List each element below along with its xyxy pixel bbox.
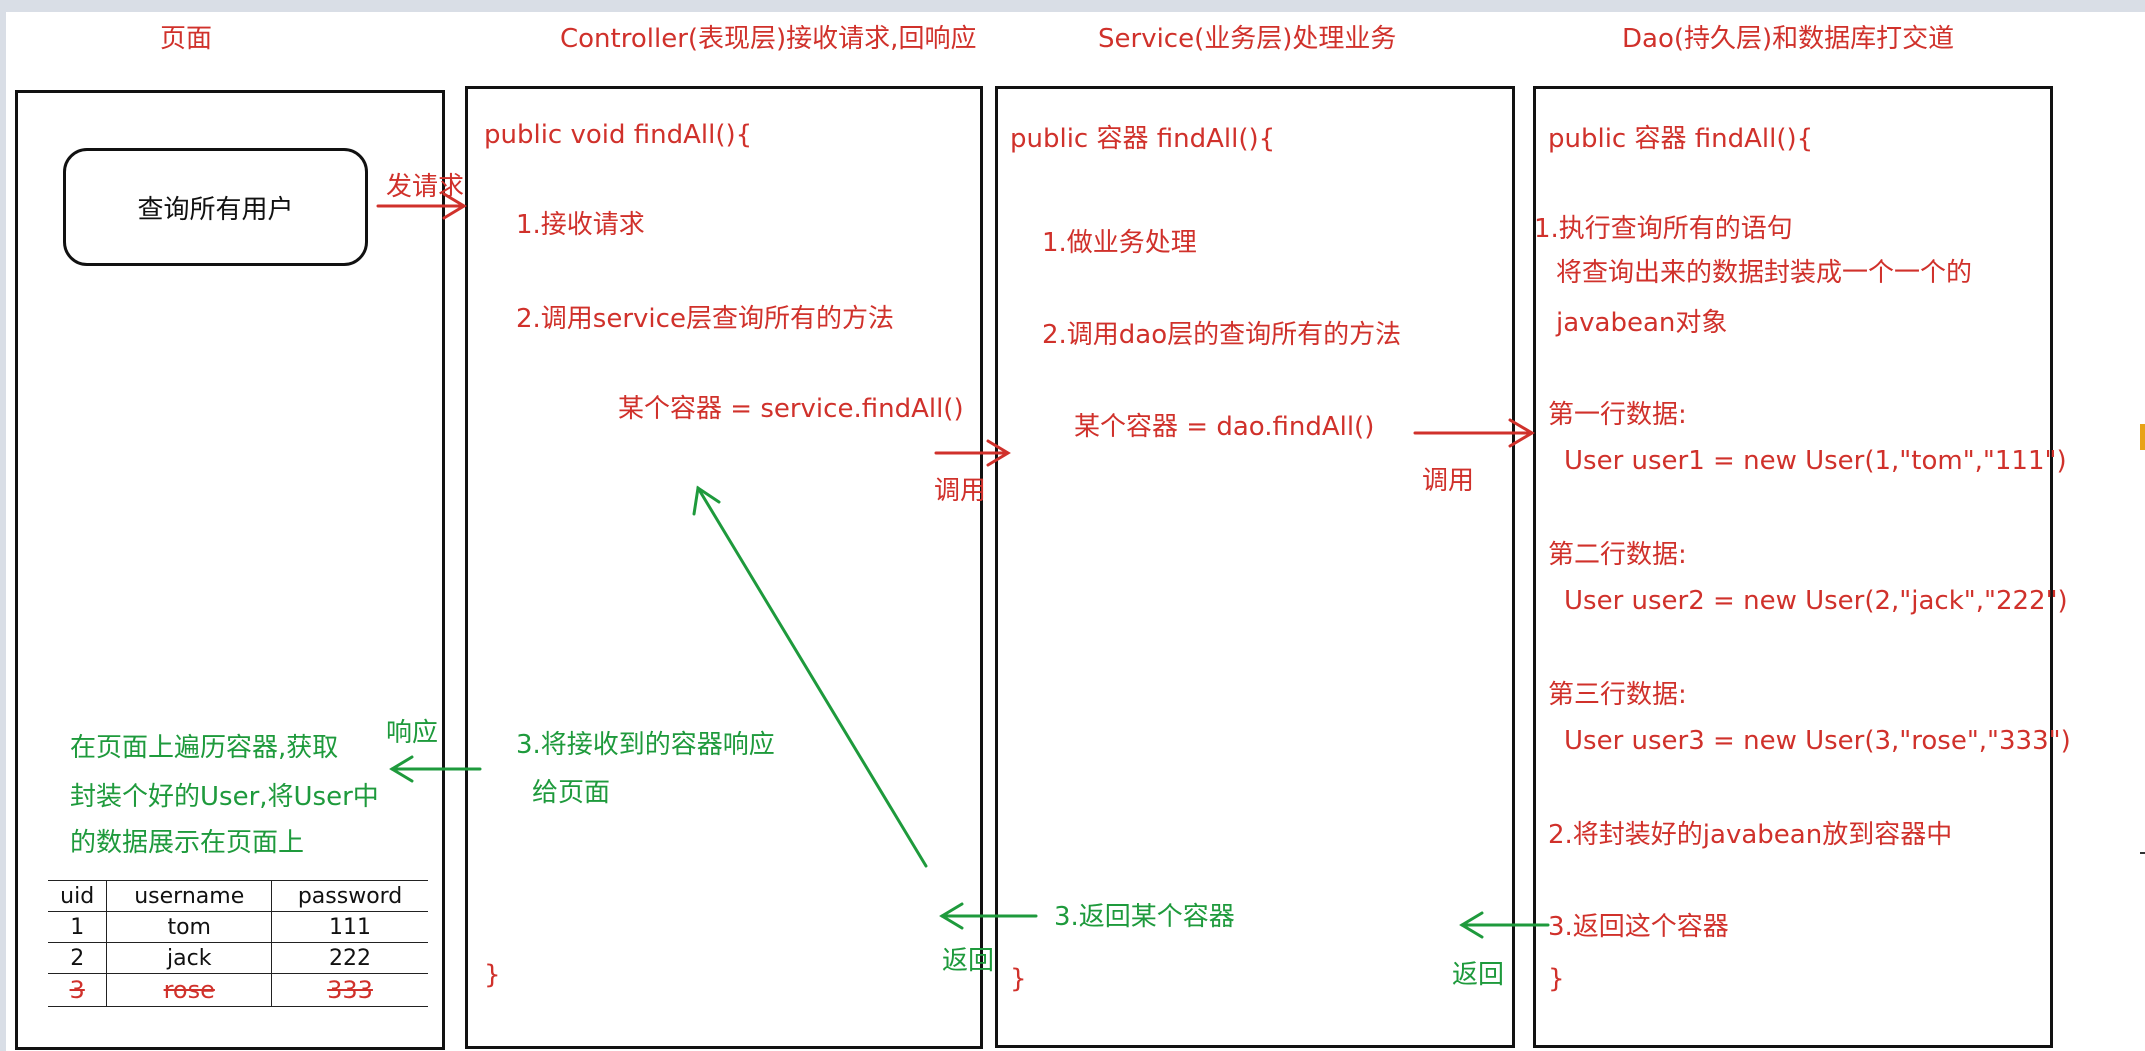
- header-controller: Controller(表现层)接收请求,回响应: [560, 24, 977, 54]
- controller-close-brace: }: [484, 960, 501, 990]
- send-request-label: 发请求: [386, 172, 465, 202]
- dao-step-1-line-1: 1.执行查询所有的语句: [1534, 214, 1793, 244]
- table-header-row: uid username password: [48, 880, 428, 912]
- table-row: 1 tom 111: [48, 911, 428, 943]
- table-cell: rose: [106, 973, 273, 1007]
- controller-frame: [465, 86, 983, 1049]
- edge-mark: [2140, 852, 2145, 854]
- service-frame: [995, 86, 1515, 1048]
- service-signature: public 容器 findAll(){: [1010, 124, 1276, 154]
- service-to-dao-arrow: [1413, 418, 1535, 448]
- dao-step-3: 3.返回这个容器: [1548, 912, 1729, 942]
- respond-label: 响应: [386, 718, 439, 748]
- table-row: 2 jack 222: [48, 942, 428, 974]
- table-cell: 222: [271, 942, 428, 974]
- service-call-line: 某个容器 = dao.findAll(): [1074, 412, 1375, 442]
- controller-signature: public void findAll(){: [484, 120, 753, 150]
- header-page: 页面: [160, 24, 213, 54]
- service-return-arrow: [939, 902, 1038, 930]
- dao-row-1-code: User user1 = new User(1,"tom","111"): [1564, 446, 2067, 476]
- window-top-bar: [0, 0, 2145, 12]
- controller-to-service-arrow: [934, 439, 1011, 467]
- controller-internal-arrow: [692, 485, 928, 868]
- table-cell: 333: [271, 973, 428, 1007]
- table-cell: 1: [48, 911, 108, 943]
- dao-step-1-line-2: 将查询出来的数据封装成一个一个的: [1556, 258, 1973, 288]
- dao-step-1-line-3: javabean对象: [1556, 308, 1728, 338]
- table-cell: 3: [48, 973, 108, 1007]
- dao-close-brace: }: [1548, 964, 1565, 994]
- dao-row-3-title: 第三行数据:: [1548, 680, 1687, 710]
- dao-row-2-title: 第二行数据:: [1548, 540, 1687, 570]
- controller-step-3-line-2: 给页面: [532, 778, 611, 808]
- column-password: password: [271, 880, 428, 912]
- controller-call-label: 调用: [934, 476, 987, 506]
- dao-row-1-title: 第一行数据:: [1548, 400, 1687, 430]
- dao-frame: [1533, 86, 2053, 1048]
- table-cell: tom: [106, 911, 273, 943]
- column-username: username: [106, 880, 273, 912]
- controller-step-3-line-1: 3.将接收到的容器响应: [516, 730, 775, 760]
- dao-row-3-code: User user3 = new User(3,"rose","333"): [1564, 726, 2071, 756]
- response-arrow: [389, 755, 482, 783]
- send-request-arrow: [376, 192, 467, 220]
- edge-mark: [2140, 424, 2145, 450]
- header-dao: Dao(持久层)和数据库打交道: [1622, 24, 1955, 54]
- service-step-2: 2.调用dao层的查询所有的方法: [1042, 320, 1402, 350]
- service-return-label: 返回: [1452, 960, 1505, 990]
- users-table: uid username password 1 tom 111 2 jack 2…: [48, 880, 428, 1007]
- controller-return-label: 返回: [942, 946, 995, 976]
- page-note-line-2: 封装个好的User,将User中: [70, 782, 379, 812]
- service-step-1: 1.做业务处理: [1042, 228, 1197, 258]
- table-cell: 111: [271, 911, 428, 943]
- service-step-3: 3.返回某个容器: [1054, 902, 1235, 932]
- column-uid: uid: [48, 880, 108, 912]
- controller-call-line: 某个容器 = service.findAll(): [618, 394, 964, 424]
- service-close-brace: }: [1010, 964, 1027, 994]
- controller-step-1: 1.接收请求: [516, 210, 645, 240]
- page-note-line-3: 的数据展示在页面上: [70, 828, 305, 858]
- dao-row-2-code: User user2 = new User(2,"jack","222"): [1564, 586, 2068, 616]
- table-cell: jack: [106, 942, 273, 974]
- controller-step-2: 2.调用service层查询所有的方法: [516, 304, 894, 334]
- query-all-users-button[interactable]: 查询所有用户: [63, 148, 368, 266]
- page-note-line-1: 在页面上遍历容器,获取: [70, 733, 339, 763]
- service-call-label: 调用: [1422, 466, 1475, 496]
- dao-signature: public 容器 findAll(){: [1548, 124, 1814, 154]
- page-frame: [15, 90, 445, 1050]
- table-cell: 2: [48, 942, 108, 974]
- table-row-struck: 3 rose 333: [48, 973, 428, 1007]
- dao-return-arrow: [1459, 911, 1550, 939]
- dao-step-2: 2.将封装好的javabean放到容器中: [1548, 820, 1953, 850]
- header-service: Service(业务层)处理业务: [1098, 24, 1397, 54]
- window-left-bar: [0, 0, 6, 1051]
